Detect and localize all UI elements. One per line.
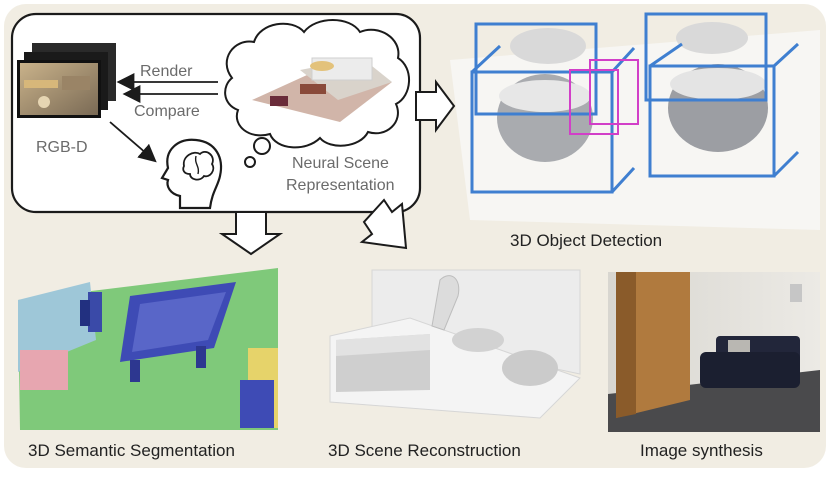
reconstruction-label: 3D Scene Reconstruction [328, 441, 521, 460]
rgbd-frames-icon [17, 43, 116, 118]
detection-image [450, 12, 820, 230]
synthesis-image [608, 272, 820, 432]
reconstruction-image [329, 269, 581, 419]
segmentation-image [18, 268, 278, 430]
block-arrow-diagonal [359, 198, 408, 250]
scene-label-line1: Neural Scene [292, 155, 389, 172]
rgbd-label: RGB-D [36, 139, 88, 156]
detection-label: 3D Object Detection [510, 231, 662, 250]
thought-cloud [224, 19, 411, 168]
scene-label-line2: Representation [286, 177, 395, 194]
render-label: Render [140, 63, 193, 80]
segmentation-label: 3D Semantic Segmentation [28, 441, 235, 460]
block-arrow-down [218, 211, 284, 256]
compare-label: Compare [134, 103, 200, 120]
synthesis-label: Image synthesis [640, 441, 763, 460]
head-with-brain-icon [160, 138, 223, 210]
block-arrow-right [415, 79, 456, 133]
to-head-arrow [109, 121, 157, 163]
neural-scene-thumbnail [252, 57, 392, 122]
